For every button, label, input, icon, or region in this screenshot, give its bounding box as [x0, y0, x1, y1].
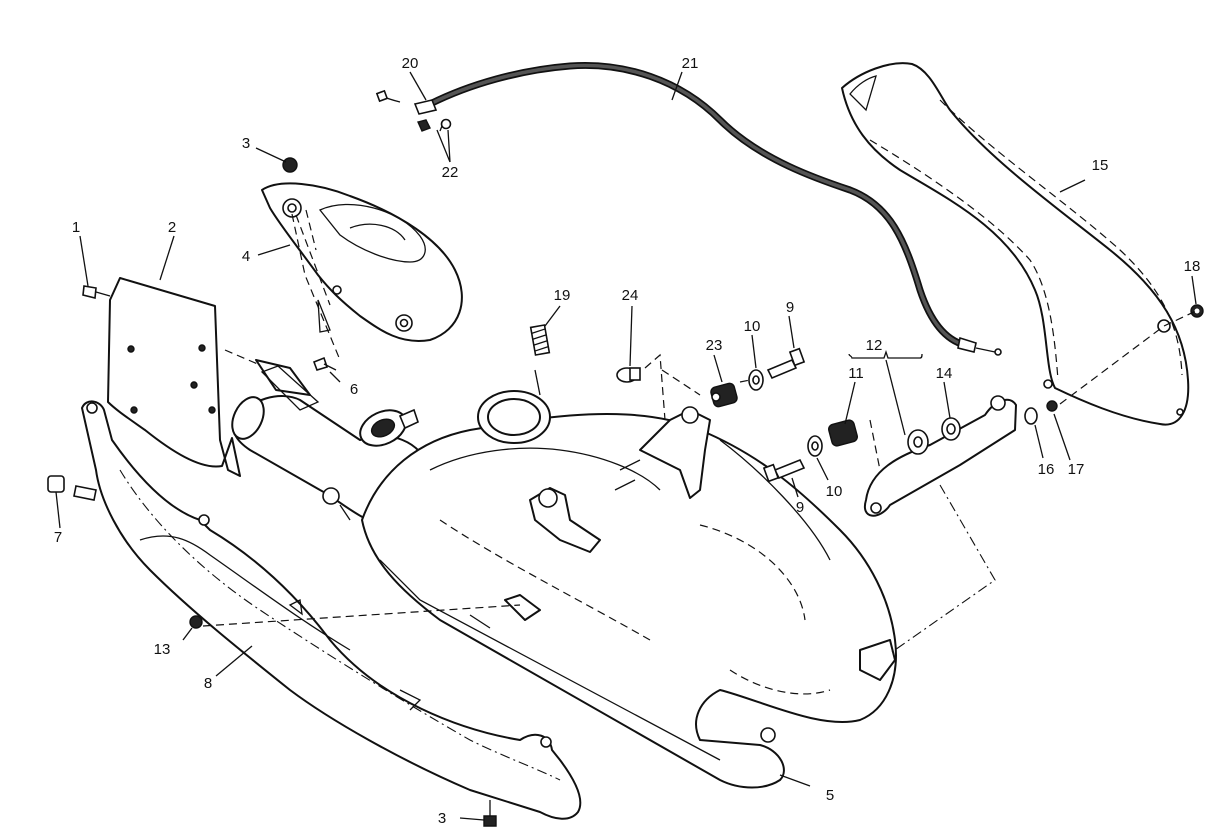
washer-10-top: [748, 369, 764, 391]
rear-heat-shield: [841, 62, 1190, 426]
screw-24: [616, 367, 641, 383]
label-part-1: 1: [72, 219, 80, 236]
label-part-22: 22: [442, 164, 459, 181]
label-part-13: 13: [154, 641, 171, 658]
label-part-9-top: 9: [786, 299, 794, 316]
label-part-10-top: 10: [744, 318, 761, 335]
label-part-10-bottom: 10: [826, 483, 843, 500]
nut-3-top: [282, 157, 298, 173]
label-part-11: 11: [848, 365, 864, 382]
washer-10-bottom: [807, 435, 823, 457]
label-part-21: 21: [682, 55, 699, 72]
label-part-14: 14: [936, 365, 953, 382]
label-part-16: 16: [1038, 461, 1055, 478]
muffler-body: [361, 369, 897, 789]
label-part-15: 15: [1092, 157, 1109, 174]
label-part-3-bottom: 3: [438, 810, 446, 827]
lambda-cable: [375, 61, 1002, 356]
part-labels: 1 2 3 3 4 5 6 7 8 9 9 10 10 11 12 13 14 …: [54, 55, 1201, 827]
label-part-9-bottom: 9: [796, 499, 804, 516]
label-part-23: 23: [706, 337, 723, 354]
side-plate: [107, 277, 241, 477]
bolt-9-bottom: [762, 458, 806, 483]
screw-3-bottom: [483, 800, 497, 827]
lower-heat-shield: [81, 400, 582, 820]
nut-18: [1190, 304, 1204, 318]
label-part-20: 20: [402, 55, 419, 72]
screw-1: [82, 285, 111, 300]
label-part-3-top: 3: [242, 135, 250, 152]
label-part-18: 18: [1184, 258, 1201, 275]
nut-13: [189, 615, 203, 629]
label-part-19: 19: [554, 287, 571, 304]
mounting-bracket: [863, 395, 1017, 517]
spring-19: [529, 324, 551, 356]
assembly-lines: [202, 209, 1197, 653]
label-part-7: 7: [54, 529, 62, 546]
rubber-mount-11: [828, 419, 858, 447]
label-part-24: 24: [622, 287, 639, 304]
label-part-12: 12: [866, 337, 883, 354]
label-part-4: 4: [242, 248, 250, 265]
bolt-9-top: [766, 347, 806, 380]
upper-heat-shield: [261, 182, 463, 342]
nut-17: [1046, 400, 1058, 412]
washer-16: [1024, 407, 1038, 425]
rubber-mount-23: [710, 382, 738, 408]
label-part-8: 8: [204, 675, 212, 692]
label-part-5: 5: [826, 787, 834, 804]
label-part-6: 6: [350, 381, 358, 398]
screw-6: [312, 356, 337, 371]
label-part-17: 17: [1068, 461, 1085, 478]
label-part-2: 2: [168, 219, 176, 236]
nut-7: [47, 475, 97, 501]
leader-lines: [55, 71, 1197, 821]
cable-clips: [417, 118, 452, 132]
spacer-14: [941, 417, 961, 441]
